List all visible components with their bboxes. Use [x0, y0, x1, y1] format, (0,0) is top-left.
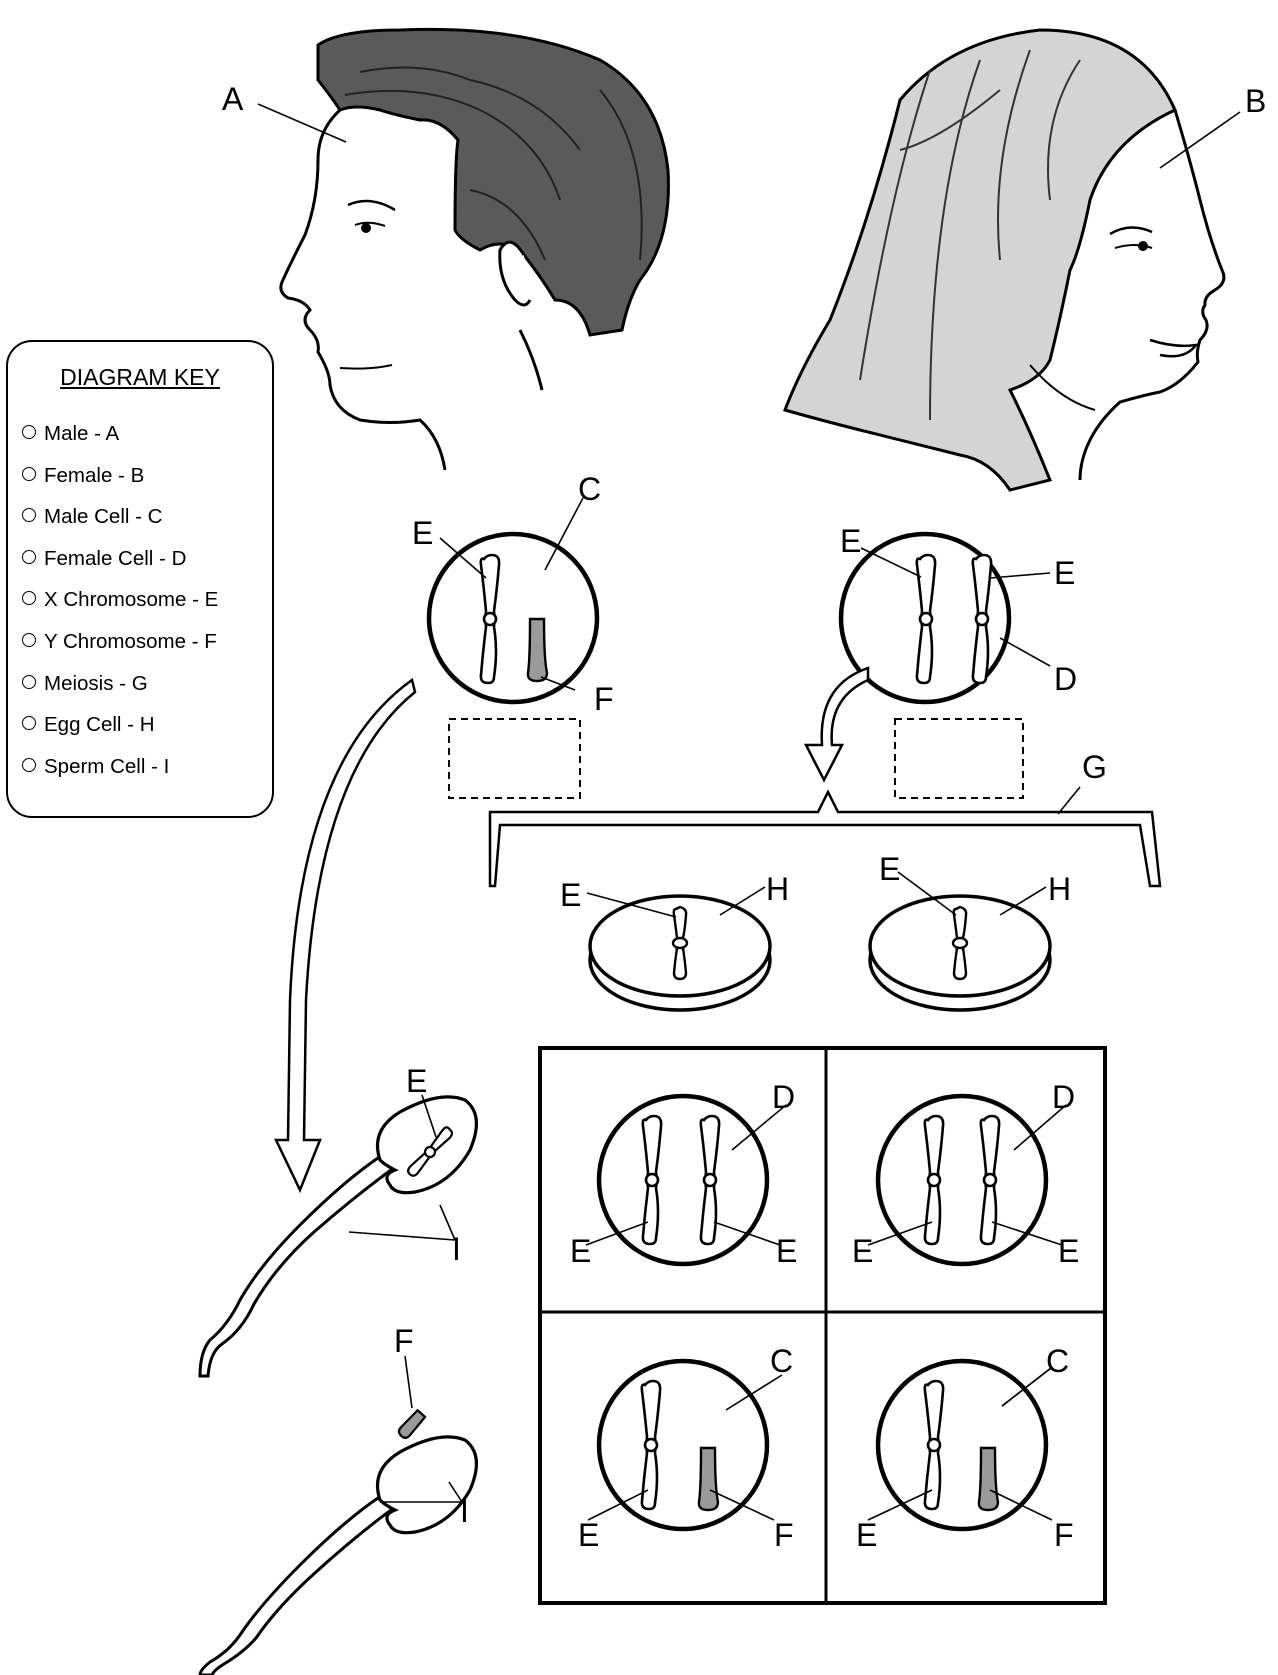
- female-hair: [785, 30, 1175, 490]
- sperm-cell-x: [200, 1097, 476, 1376]
- key-item: Sperm Cell - I: [22, 755, 218, 797]
- label-i: I: [452, 1231, 461, 1267]
- label-e: E: [570, 1233, 591, 1269]
- key-item: Egg Cell - H: [22, 713, 218, 755]
- key-item: Female - B: [22, 464, 218, 506]
- circle-bullet-icon: [22, 425, 36, 439]
- label-e: E: [1058, 1233, 1079, 1269]
- label-f: F: [1054, 1517, 1074, 1553]
- circle-bullet-icon: [22, 758, 36, 772]
- key-item: Y Chromosome - F: [22, 630, 218, 672]
- label-c: C: [770, 1343, 793, 1379]
- circle-bullet-icon: [22, 467, 36, 481]
- label-e: E: [840, 523, 861, 559]
- key-item-label: Sperm Cell - I: [44, 755, 169, 779]
- label-f: F: [394, 1323, 414, 1359]
- label-c: C: [1046, 1343, 1069, 1379]
- label-a: A: [222, 81, 244, 117]
- label-e: E: [578, 1517, 599, 1553]
- key-item-label: X Chromosome - E: [44, 588, 218, 612]
- key-item-label: Female Cell - D: [44, 547, 186, 571]
- label-h: H: [766, 871, 789, 907]
- diagram-key-list: Male - A Female - B Male Cell - C Female…: [22, 422, 218, 796]
- male-head-illustration: [281, 29, 669, 470]
- key-item-label: Female - B: [44, 464, 144, 488]
- key-item-label: Male Cell - C: [44, 505, 162, 529]
- label-e: E: [412, 515, 433, 551]
- offspring-female-cell-1: [599, 1096, 767, 1264]
- egg-cell-right: [870, 896, 1050, 1010]
- circle-bullet-icon: [22, 591, 36, 605]
- label-b: B: [1245, 83, 1266, 119]
- offspring-male-cell-1: [599, 1361, 767, 1529]
- label-e: E: [856, 1517, 877, 1553]
- label-e: E: [560, 877, 581, 913]
- label-e: E: [1054, 555, 1075, 591]
- male-cell-top: [429, 534, 597, 702]
- label-d: D: [1052, 1079, 1075, 1115]
- punnett-square: [540, 1048, 1105, 1603]
- circle-bullet-icon: [22, 716, 36, 730]
- male-meiosis-arrow: [276, 680, 415, 1190]
- label-e: E: [879, 851, 900, 887]
- male-face-outline: [281, 110, 445, 470]
- diagram-key-title: DIAGRAM KEY: [8, 364, 272, 391]
- empty-answer-box-left: [449, 719, 580, 798]
- circle-bullet-icon: [22, 550, 36, 564]
- label-i: I: [460, 1493, 469, 1529]
- egg-cell-left: [590, 896, 770, 1010]
- sperm-cell-y: [200, 1410, 476, 1675]
- label-g: G: [1082, 749, 1107, 785]
- circle-bullet-icon: [22, 508, 36, 522]
- key-item-label: Meiosis - G: [44, 672, 148, 696]
- key-item: X Chromosome - E: [22, 588, 218, 630]
- male-hair: [318, 29, 668, 335]
- diagram-key: DIAGRAM KEY Male - A Female - B Male Cel…: [6, 340, 274, 818]
- label-f: F: [774, 1517, 794, 1553]
- offspring-female-cell-2: [878, 1096, 1046, 1264]
- female-meiosis-arrow: [806, 668, 868, 780]
- label-c: C: [578, 471, 601, 507]
- empty-answer-box-right: [895, 719, 1023, 798]
- circle-bullet-icon: [22, 675, 36, 689]
- circle-bullet-icon: [22, 633, 36, 647]
- label-e: E: [852, 1233, 873, 1269]
- label-f: F: [594, 681, 614, 717]
- key-item: Meiosis - G: [22, 672, 218, 714]
- label-d: D: [1054, 661, 1077, 697]
- label-e: E: [776, 1233, 797, 1269]
- label-e: E: [406, 1063, 427, 1099]
- key-item-label: Male - A: [44, 422, 119, 446]
- key-item: Male Cell - C: [22, 505, 218, 547]
- label-d: D: [772, 1079, 795, 1115]
- key-item: Female Cell - D: [22, 547, 218, 589]
- female-head-illustration: [785, 30, 1224, 490]
- key-item-label: Y Chromosome - F: [44, 630, 217, 654]
- key-item: Male - A: [22, 422, 218, 464]
- label-h: H: [1048, 871, 1071, 907]
- key-item-label: Egg Cell - H: [44, 713, 155, 737]
